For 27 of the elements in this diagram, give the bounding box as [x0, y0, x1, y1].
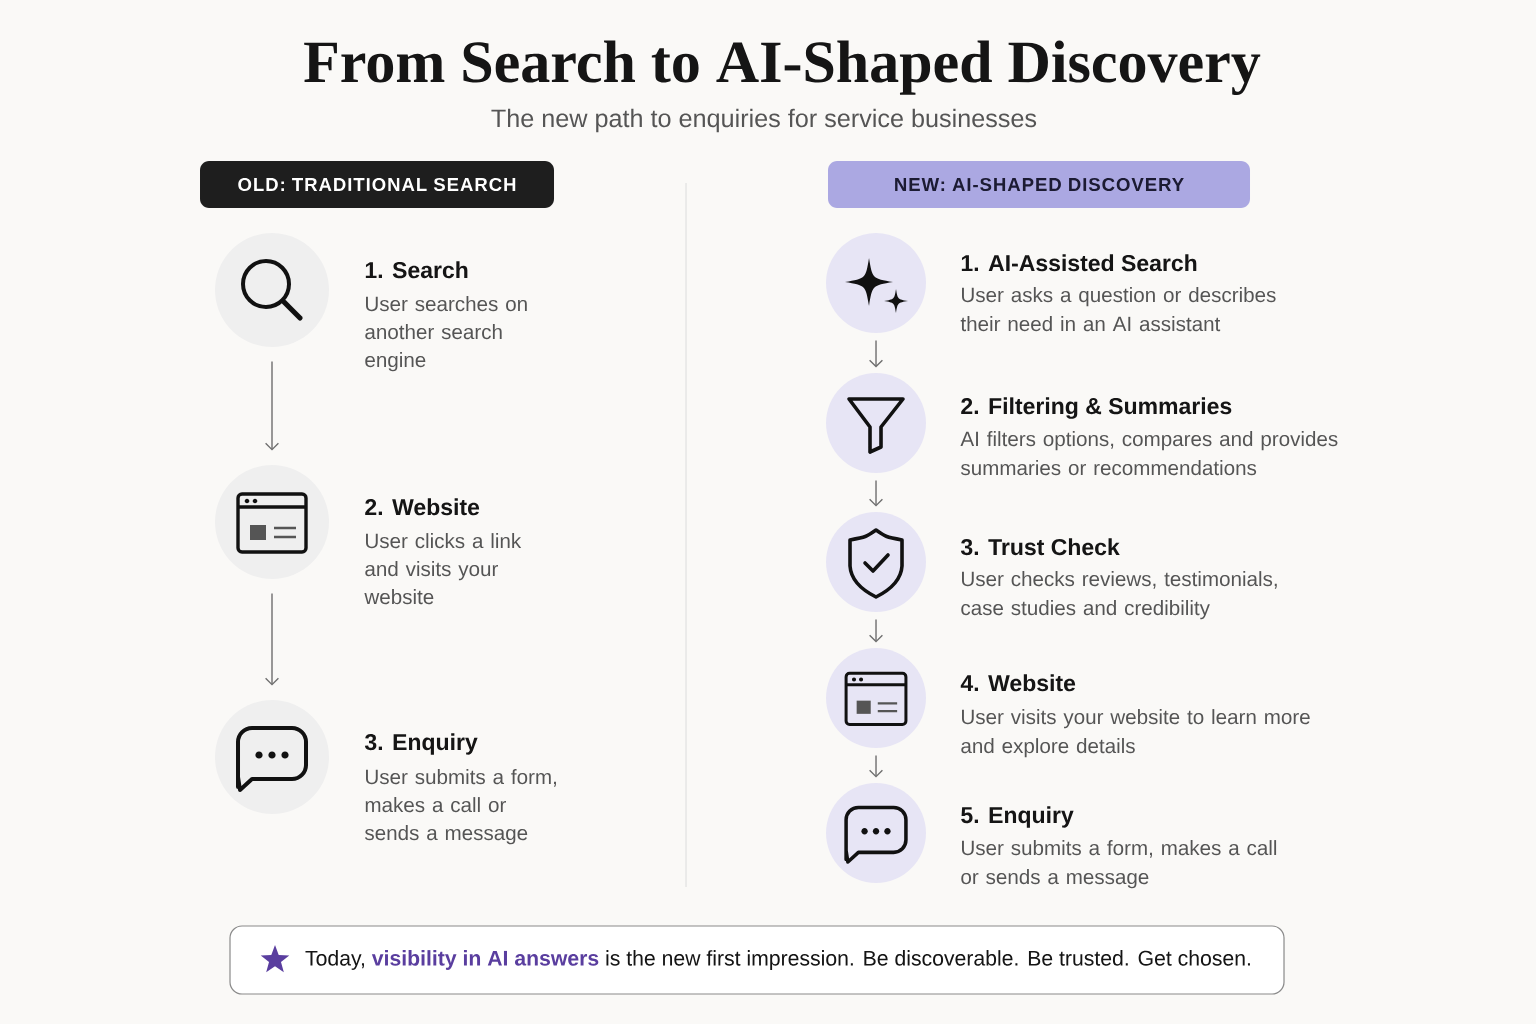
step-title: 1. Search [365, 261, 468, 279]
arrow [868, 754, 884, 778]
step-title: 4. Website [960, 674, 1076, 692]
step-description: User submits a form, makes a call or sends a message [961, 840, 1277, 889]
step-description: AI filters options, compares and provides summaries or recommendations [960, 431, 1338, 476]
step-description: User clicks a link and visits your website [364, 533, 522, 605]
step-title: 2. Website [365, 498, 480, 516]
step-description: User submits a form, makes a call or sends a message [364, 769, 556, 845]
arrow [264, 360, 280, 451]
note-box: Today, visibility in AI answers is the new first impression. Be discoverable. Be trusted. Get chosen. [229, 925, 1285, 995]
step-title: 3. Trust Check [960, 538, 1120, 556]
title: From Search to AI-Shaped Discovery [304, 40, 1261, 95]
section-header: NEW: AI-SHAPED DISCOVERY [828, 161, 1250, 208]
arrow [868, 618, 884, 643]
section-header: OLD: TRADITIONAL SEARCH [200, 161, 554, 208]
subtitle: The new path to enquiries for service businesses [491, 108, 1037, 133]
arrow [868, 339, 884, 368]
step-description: User searches on another search engine [365, 296, 527, 372]
step-title: 5. Enquiry [961, 806, 1074, 828]
step-description: User visits your website to learn more and explore details [961, 709, 1310, 758]
step-title: 1. AI-Assisted Search [961, 254, 1197, 272]
step-description: User checks reviews, testimonials, case studies and credibility [961, 571, 1277, 620]
step-description: User asks a question or describes their need in an AI assistant [960, 287, 1276, 332]
arrow [868, 479, 884, 507]
arrow [264, 592, 280, 686]
step-title: 3. Enquiry [364, 733, 478, 755]
step-title: 2. Filtering & Summaries [961, 397, 1232, 419]
